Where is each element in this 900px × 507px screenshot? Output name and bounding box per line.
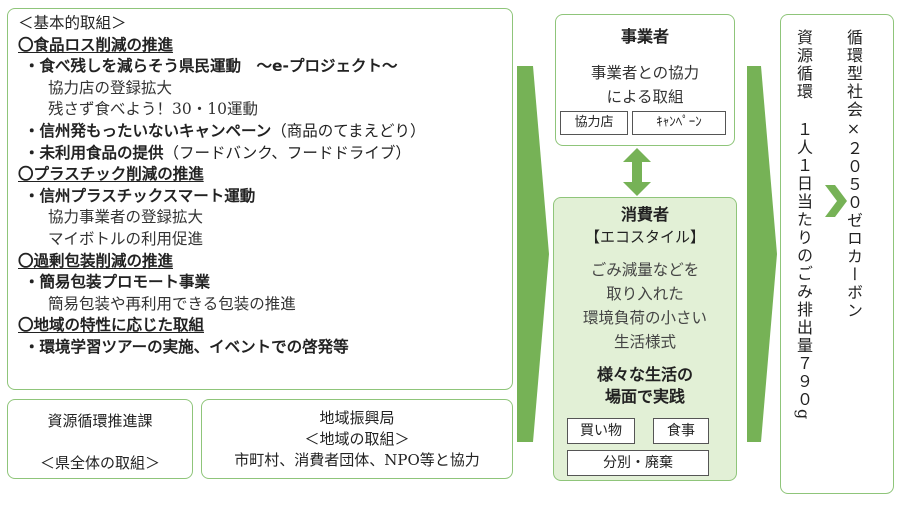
consumer-practice: 様々な生活の 場面で実践 [554,364,736,408]
practice-line: 様々な生活の [596,365,693,384]
double-arrow-icon [623,148,651,196]
practice-line: 場面で実践 [604,387,685,406]
goal-resource-head: 資源循環 [794,29,813,101]
section-heading: 〇地域の特性に応じた取組 [18,316,205,335]
region-scope: ＜地域の取組＞ [304,430,410,448]
flow-arrow-left [517,66,549,442]
campaign-tag: ｷｬﾝﾍﾟｰﾝ [632,111,726,135]
goal-zero-carbon: ×２０５０ゼロカーボン [844,119,863,320]
resource-circulation-dept-box: 資源循環推進課 ＜県全体の取組＞ [7,399,193,479]
regional-office-box: 地域振興局 ＜地域の取組＞ 市町村、消費者団体、NPO等と協力 [201,399,513,479]
initiative-item-note: （フードバンク、フードドライブ） [163,143,411,162]
initiative-item-note: （商品のてまえどり） [271,121,426,140]
initiative-item: ・簡易包装プロモート事業 [18,272,502,294]
initiative-item: ・信州プラスチックスマート運動 [18,186,502,208]
consumer-desc-line: 取り入れた [606,285,684,303]
initiative-sections: 〇食品ロス削減の推進・食べ残しを減らそう県民運動 ～e-プロジェクト～ 協力店の登… [18,35,502,359]
basic-initiatives-box: ＜基本的取組＞ 〇食品ロス削減の推進・食べ残しを減らそう県民運動 ～e-プロジェ… [7,8,513,390]
sorting-disposal-tag: 分別・廃棄 [567,450,709,476]
business-desc-line: による取組 [606,88,684,106]
goal-waste-target: １人１日当たりのごみ排出量７９０g [794,121,813,422]
consumer-desc-line: 環境負荷の小さい [582,309,707,327]
consumer-title: 消費者 [620,205,669,224]
region-name: 地域振興局 [319,409,395,427]
shopping-tag: 買い物 [567,418,635,444]
region-partners: 市町村、消費者団体、NPO等と協力 [234,451,480,469]
initiative-item: ・未利用食品の提供（フードバンク、フードドライブ） [18,143,502,165]
initiative-item: ・食べ残しを減らそう県民運動 ～e-プロジェクト～ [18,56,502,78]
dept-name: 資源循環推進課 [47,412,153,430]
section-heading: 〇過剰包装削減の推進 [18,251,174,270]
business-description: 事業者との協力 による取組 [556,61,734,109]
initiative-subitem: 残さず食べよう！30・10運動 [48,100,258,119]
initiative-item-label: ・信州発もったいないキャンペーン [24,121,272,140]
initiative-item-label: ・未利用食品の提供 [24,143,164,162]
initiative-subitem: 協力店の登録拡大 [48,78,173,97]
section-heading: 〇食品ロス削減の推進 [18,35,174,54]
initiative-item-label: ・環境学習ツアーの実施、イベントでの啓発等 [24,337,349,356]
consumer-box: 消費者 【エコスタイル】 ごみ減量などを 取り入れた 環境負荷の小さい 生活様式… [553,197,737,481]
initiative-item-label: ・簡易包装プロモート事業 [24,273,211,292]
initiative-item-label: ・信州プラスチックスマート運動 [24,186,256,205]
goal-circular-society: 循環型社会×２０５０ゼロカーボン [844,29,863,320]
initiative-item: ・環境学習ツアーの実施、イベントでの啓発等 [18,337,502,359]
goal-box: 循環型社会×２０５０ゼロカーボン 資源循環 １人１日当たりのごみ排出量７９０g [780,14,894,494]
dept-scope: ＜県全体の取組＞ [39,454,160,472]
meal-tag: 食事 [653,418,709,444]
basic-initiatives-title: ＜基本的取組＞ [18,14,127,32]
goal-resource-circulation: 資源循環 １人１日当たりのごみ排出量７９０g [794,29,813,422]
consumer-subtitle: 【エコスタイル】 [584,228,705,246]
initiative-subitem: 簡易包装や再利用できる包装の推進 [48,294,296,313]
partner-shops-tag: 協力店 [560,111,628,135]
consumer-description: ごみ減量などを 取り入れた 環境負荷の小さい 生活様式 [554,258,736,354]
initiative-item: ・信州発もったいないキャンペーン（商品のてまえどり） [18,121,502,143]
chevron-right-icon [825,185,847,217]
flow-arrow-right [747,66,777,442]
initiative-subitem: 協力事業者の登録拡大 [48,208,204,227]
goal-circular-head: 循環型社会 [844,29,863,119]
consumer-desc-line: ごみ減量などを [590,261,700,279]
business-desc-line: 事業者との協力 [590,64,700,82]
section-heading: 〇プラスチック削減の推進 [18,165,204,184]
initiative-subitem: マイボトルの利用促進 [48,229,204,248]
initiative-item-label: ・食べ残しを減らそう県民運動 ～e-プロジェクト～ [24,57,398,76]
business-box: 事業者 事業者との協力 による取組 協力店 ｷｬﾝﾍﾟｰﾝ [555,14,735,146]
consumer-desc-line: 生活様式 [613,333,676,351]
business-title: 事業者 [620,27,669,46]
